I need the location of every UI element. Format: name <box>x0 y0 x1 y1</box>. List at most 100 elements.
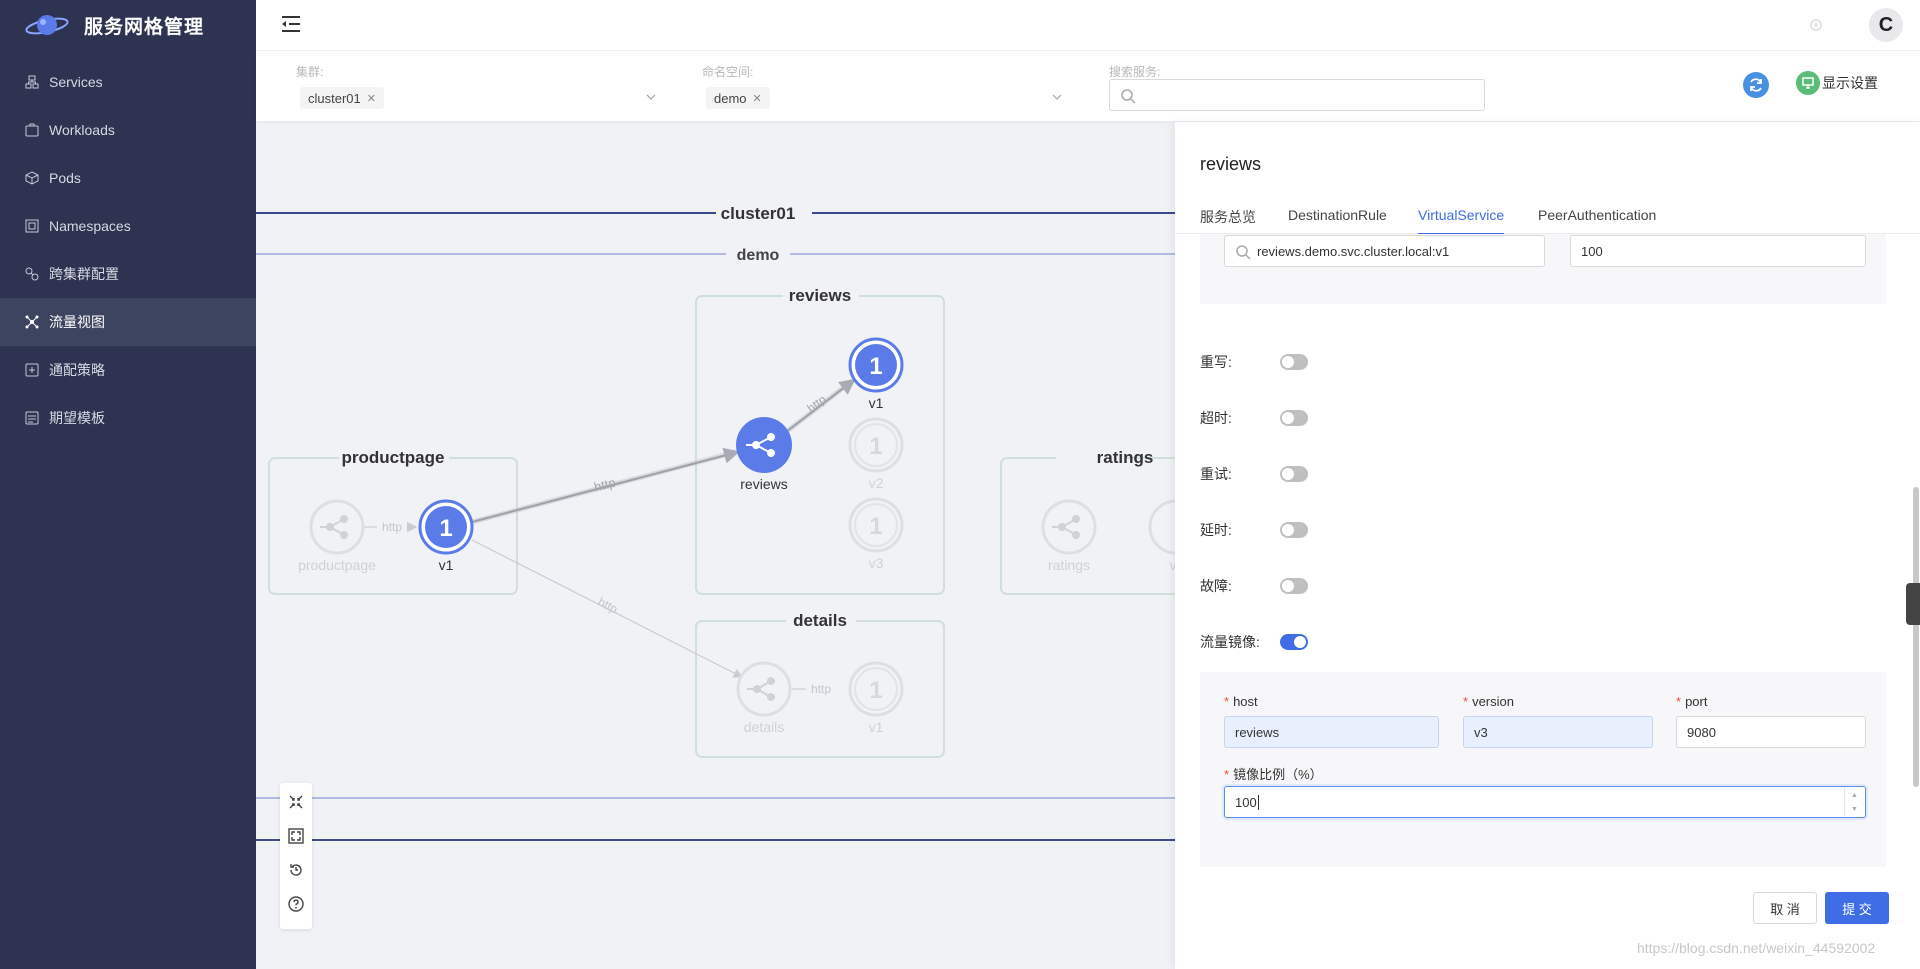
submit-button[interactable]: 提 交 <box>1825 892 1889 924</box>
node-productpage-service[interactable]: productpage <box>298 499 376 573</box>
service-detail-drawer: reviews 服务总览 DestinationRule VirtualServ… <box>1175 122 1920 969</box>
chevron-down-icon[interactable] <box>1052 92 1062 102</box>
sidebar-nav: Services Workloads Pods Namespaces 跨集群配置… <box>0 58 256 442</box>
cluster-filter-label: 集群: <box>296 65 324 79</box>
mirror-host-input[interactable]: reviews <box>1224 716 1439 748</box>
node-ratings-service[interactable]: ratings <box>1041 499 1097 573</box>
cluster-select[interactable]: cluster01 ✕ <box>296 84 666 112</box>
node-label: details <box>744 719 784 735</box>
mirror-version-input[interactable]: v3 <box>1463 716 1653 748</box>
node-reviews-v2[interactable]: 1 v2 <box>848 417 904 491</box>
fit-view-icon[interactable] <box>287 827 305 845</box>
route-host-value: reviews.demo.svc.cluster.local:v1 <box>1257 243 1450 259</box>
tab-virtual-service[interactable]: VirtualService <box>1418 207 1505 235</box>
refresh-button[interactable] <box>1743 72 1769 98</box>
pods-icon <box>25 171 39 185</box>
fault-switch-row: 故障: <box>1200 576 1308 596</box>
group-label-bg <box>1056 446 1126 468</box>
group-label-ratings: ratings <box>1097 448 1154 467</box>
namespace-label: demo <box>737 247 780 264</box>
number-stepper[interactable]: ▲ ▼ <box>1844 788 1864 816</box>
sidebar-item-template[interactable]: 期望模板 <box>0 394 256 442</box>
tab-destination-rule[interactable]: DestinationRule <box>1288 207 1387 223</box>
brand[interactable]: 服务网格管理 <box>0 0 256 50</box>
chevron-down-icon[interactable]: ▼ <box>1851 805 1858 813</box>
node-reviews-v1[interactable]: 1 v1 <box>848 337 904 411</box>
search-input[interactable] <box>1109 79 1485 111</box>
group-label-bg <box>339 446 449 468</box>
display-settings-button[interactable]: 显示设置 <box>1796 71 1878 95</box>
mirror-ratio-input[interactable]: 100 ▲ ▼ <box>1224 786 1866 818</box>
traffic-graph-canvas[interactable]: cluster01 demo productpage reviews detai… <box>256 122 1176 969</box>
group-label-reviews: reviews <box>789 286 851 305</box>
sidebar-item-label: 跨集群配置 <box>49 266 119 282</box>
switch-label: 超时: <box>1200 410 1232 426</box>
services-icon <box>25 75 39 89</box>
mirror-config-panel: *host reviews *version v3 *port 9080 *镜像… <box>1200 672 1886 867</box>
mirror-port-input[interactable]: 9080 <box>1676 716 1866 748</box>
route-weight-input[interactable]: 100 <box>1570 235 1866 267</box>
cancel-button[interactable]: 取 消 <box>1753 892 1817 924</box>
delay-switch-row: 延时: <box>1200 520 1308 540</box>
cluster-label-bg <box>716 202 812 224</box>
sidebar-item-workloads[interactable]: Workloads <box>0 106 256 154</box>
delay-toggle[interactable] <box>1280 522 1308 538</box>
avatar[interactable]: C <box>1869 8 1903 42</box>
edge-label-bg <box>377 518 407 534</box>
node-reviews-service[interactable]: reviews <box>736 417 792 492</box>
side-scroll-handle[interactable] <box>1906 583 1920 625</box>
sidebar-item-policy[interactable]: 通配策略 <box>0 346 256 394</box>
node-badge: 1 <box>869 353 882 380</box>
node-label: v3 <box>869 555 884 571</box>
namespace-select[interactable]: demo ✕ <box>702 84 1072 112</box>
node-label: v <box>1170 557 1177 573</box>
close-icon[interactable]: ✕ <box>752 92 762 105</box>
mirror-port-value: 9080 <box>1687 724 1716 740</box>
watermark-text: https://blog.csdn.net/weixin_44592002 <box>1637 940 1876 956</box>
search-icon <box>1121 89 1136 104</box>
node-label: v1 <box>869 395 884 411</box>
cluster-tag-text: cluster01 <box>308 90 361 106</box>
node-label: v1 <box>439 557 454 573</box>
sidebar-item-pods[interactable]: Pods <box>0 154 256 202</box>
traffic-view-icon <box>25 315 39 329</box>
fault-toggle[interactable] <box>1280 578 1308 594</box>
monitor-icon <box>1796 71 1820 95</box>
edge-reviews-v1 <box>785 378 856 433</box>
namespace-filter: 命名空间: demo ✕ <box>702 63 1072 112</box>
node-label: v2 <box>869 475 884 491</box>
node-details-service[interactable]: details <box>736 661 792 735</box>
node-details-v1[interactable]: 1 v1 <box>848 661 904 735</box>
top-header: C <box>256 0 1920 51</box>
retry-toggle[interactable] <box>1280 466 1308 482</box>
menu-collapse-icon[interactable] <box>280 14 304 36</box>
namespace-tag-text: demo <box>714 90 747 106</box>
rewrite-toggle[interactable] <box>1280 354 1308 370</box>
close-icon[interactable]: ✕ <box>366 92 376 105</box>
route-host-input[interactable]: reviews.demo.svc.cluster.local:v1 <box>1224 235 1545 267</box>
drawer-scrollbar[interactable] <box>1913 487 1919 787</box>
node-reviews-v3[interactable]: 1 v3 <box>848 497 904 571</box>
sidebar-item-traffic-view[interactable]: 流量视图 <box>0 298 256 346</box>
node-productpage-v1[interactable]: 1 v1 <box>418 499 474 573</box>
chevron-up-icon[interactable]: ▲ <box>1851 791 1858 799</box>
chevron-down-icon[interactable] <box>646 92 656 102</box>
sidebar-item-namespaces[interactable]: Namespaces <box>0 202 256 250</box>
group-label-productpage: productpage <box>342 448 445 467</box>
drawer-tabs: 服务总览 DestinationRule VirtualService Peer… <box>1175 194 1920 235</box>
mirror-toggle[interactable] <box>1280 634 1308 650</box>
sidebar-item-services[interactable]: Services <box>0 58 256 106</box>
gear-icon[interactable] <box>1808 17 1824 33</box>
node-ratings-v[interactable]: v <box>1148 499 1177 573</box>
shrink-icon[interactable] <box>287 793 305 811</box>
timeout-toggle[interactable] <box>1280 410 1308 426</box>
tab-service-overview[interactable]: 服务总览 <box>1200 209 1256 225</box>
edge-v1-details <box>471 539 744 678</box>
sidebar-item-cross-cluster[interactable]: 跨集群配置 <box>0 250 256 298</box>
display-settings-label: 显示设置 <box>1822 75 1878 91</box>
traffic-graph: cluster01 demo productpage reviews detai… <box>256 202 1177 841</box>
tab-peer-authentication[interactable]: PeerAuthentication <box>1538 207 1657 223</box>
refresh-icon <box>1750 78 1762 92</box>
help-icon[interactable] <box>287 895 305 913</box>
reset-icon[interactable] <box>287 861 305 879</box>
